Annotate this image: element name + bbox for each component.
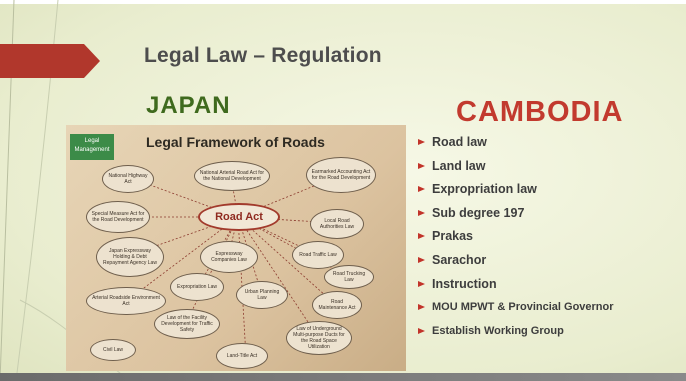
bullet-arrow-icon [418,280,425,287]
node: National Highway Act [102,165,154,193]
japan-heading: JAPAN [146,92,231,119]
legal-framework-photo: Legal Management Legal Framework of Road… [66,125,406,371]
node: Law of the Facility Development for Traf… [154,309,220,339]
node: Special Measure Act for the Road Develop… [86,201,150,233]
node: Civil Law [90,339,136,361]
bullet-arrow-icon [418,256,425,263]
bottom-strip [0,373,686,381]
bullet-arrow-icon [418,304,425,311]
cambodia-heading: CAMBODIA [456,96,624,128]
node: Earmarked Accounting Act for the Road De… [306,157,376,193]
node: Urban Planning Law [236,281,288,309]
node: Road Maintenance Act [312,291,362,319]
top-border [0,0,686,4]
list-item: Sub degree 197 [418,204,614,228]
list-item: Prakas [418,227,614,251]
bullet-arrow-icon [418,209,425,216]
list-item: Expropriation law [418,180,614,204]
bullet-arrow-icon [418,327,425,334]
title-arrow-icon [0,44,100,78]
list-item: Road law [418,133,614,157]
node: Law of Underground Multi-purpose Ducts f… [286,321,352,355]
node: Expropriation Law [170,273,224,301]
road-act-node: Road Act [198,203,280,231]
legal-management-badge: Legal Management [70,134,114,160]
node: Road Traffic Law [292,241,344,269]
bullet-arrow-icon [418,233,425,240]
node: Expressway Companies Law [200,241,258,273]
cambodia-law-list: Road law Land law Expropriation law Sub … [418,133,614,345]
node: Land-Title Act [216,343,268,369]
node: Road Trucking Law [324,265,374,289]
node: Japan Expressway Holding & Debt Repaymen… [96,237,164,277]
bullet-arrow-icon [418,162,425,169]
bullet-arrow-icon [418,139,425,145]
list-item: MOU MPWT & Provincial Governor [418,298,614,322]
list-item: Sarachor [418,251,614,275]
list-item: Land law [418,157,614,181]
node: Local Road Authorities Law [310,209,364,239]
node: National Arterial Road Act for the Natio… [194,161,270,191]
slide-title: Legal Law – Regulation [144,44,382,67]
list-item: Establish Working Group [418,322,614,346]
node: Arterial Roadside Environment Act [86,287,166,315]
bullet-arrow-icon [418,186,425,193]
list-item: Instruction [418,275,614,299]
photo-title: Legal Framework of Roads [146,134,325,150]
